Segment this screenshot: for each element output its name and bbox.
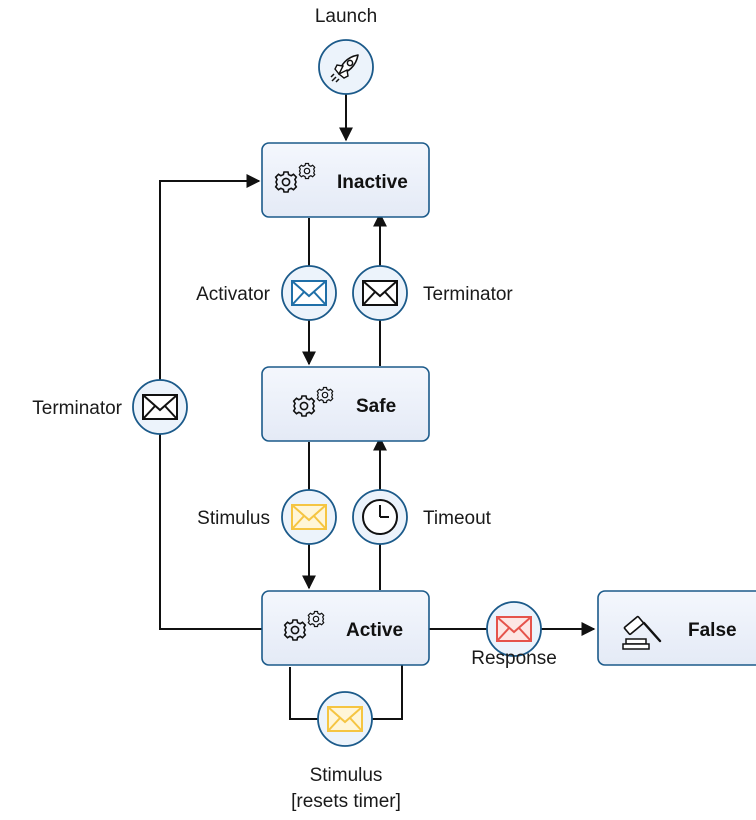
event-terminator-inner: Terminator (352, 265, 513, 321)
event-timeout: Timeout (352, 489, 492, 545)
envelope-icon (291, 280, 327, 306)
state-active: Active (261, 590, 430, 666)
edge-active-to-stimulus-loop (289, 667, 318, 720)
state-safe: Safe (261, 366, 430, 442)
launch-start-event: Launch (315, 6, 377, 95)
active-box (261, 590, 430, 666)
edge-outer-terminator-to-inactive (159, 174, 261, 380)
envelope-icon (291, 504, 327, 530)
false-label: False (688, 620, 737, 641)
stimulus-loop-label: Stimulus (310, 765, 383, 786)
event-terminator-outer: Terminator (32, 379, 188, 435)
inactive-box (261, 142, 430, 218)
timeout-label: Timeout (423, 508, 492, 529)
envelope-icon (362, 280, 398, 306)
envelope-icon (327, 706, 363, 732)
gavel-icon (622, 615, 662, 650)
stimulus-loop-sublabel: [resets timer] (291, 791, 401, 812)
state-inactive: Inactive (261, 142, 430, 218)
edge-stimulus-loop-to-active (372, 639, 409, 720)
envelope-icon (496, 616, 532, 642)
event-response: Response (471, 601, 557, 669)
launch-label: Launch (315, 6, 377, 27)
edges (159, 94, 596, 720)
event-stimulus: Stimulus (197, 489, 337, 545)
edge-active-to-outer-terminator (159, 434, 263, 630)
rocket-icon (330, 54, 359, 83)
inactive-label: Inactive (337, 172, 408, 193)
active-label: Active (346, 620, 403, 641)
state-false: False (597, 590, 756, 666)
envelope-icon (142, 394, 178, 420)
safe-label: Safe (356, 396, 396, 417)
terminator-inner-label: Terminator (423, 284, 513, 305)
event-activator: Activator (196, 265, 337, 321)
clock-icon (362, 499, 398, 535)
activator-label: Activator (196, 284, 271, 305)
stimulus-label: Stimulus (197, 508, 270, 529)
safe-box (261, 366, 430, 442)
event-stimulus-loop: Stimulus [resets timer] (291, 691, 401, 812)
response-label: Response (471, 648, 557, 669)
terminator-outer-label: Terminator (32, 398, 122, 419)
